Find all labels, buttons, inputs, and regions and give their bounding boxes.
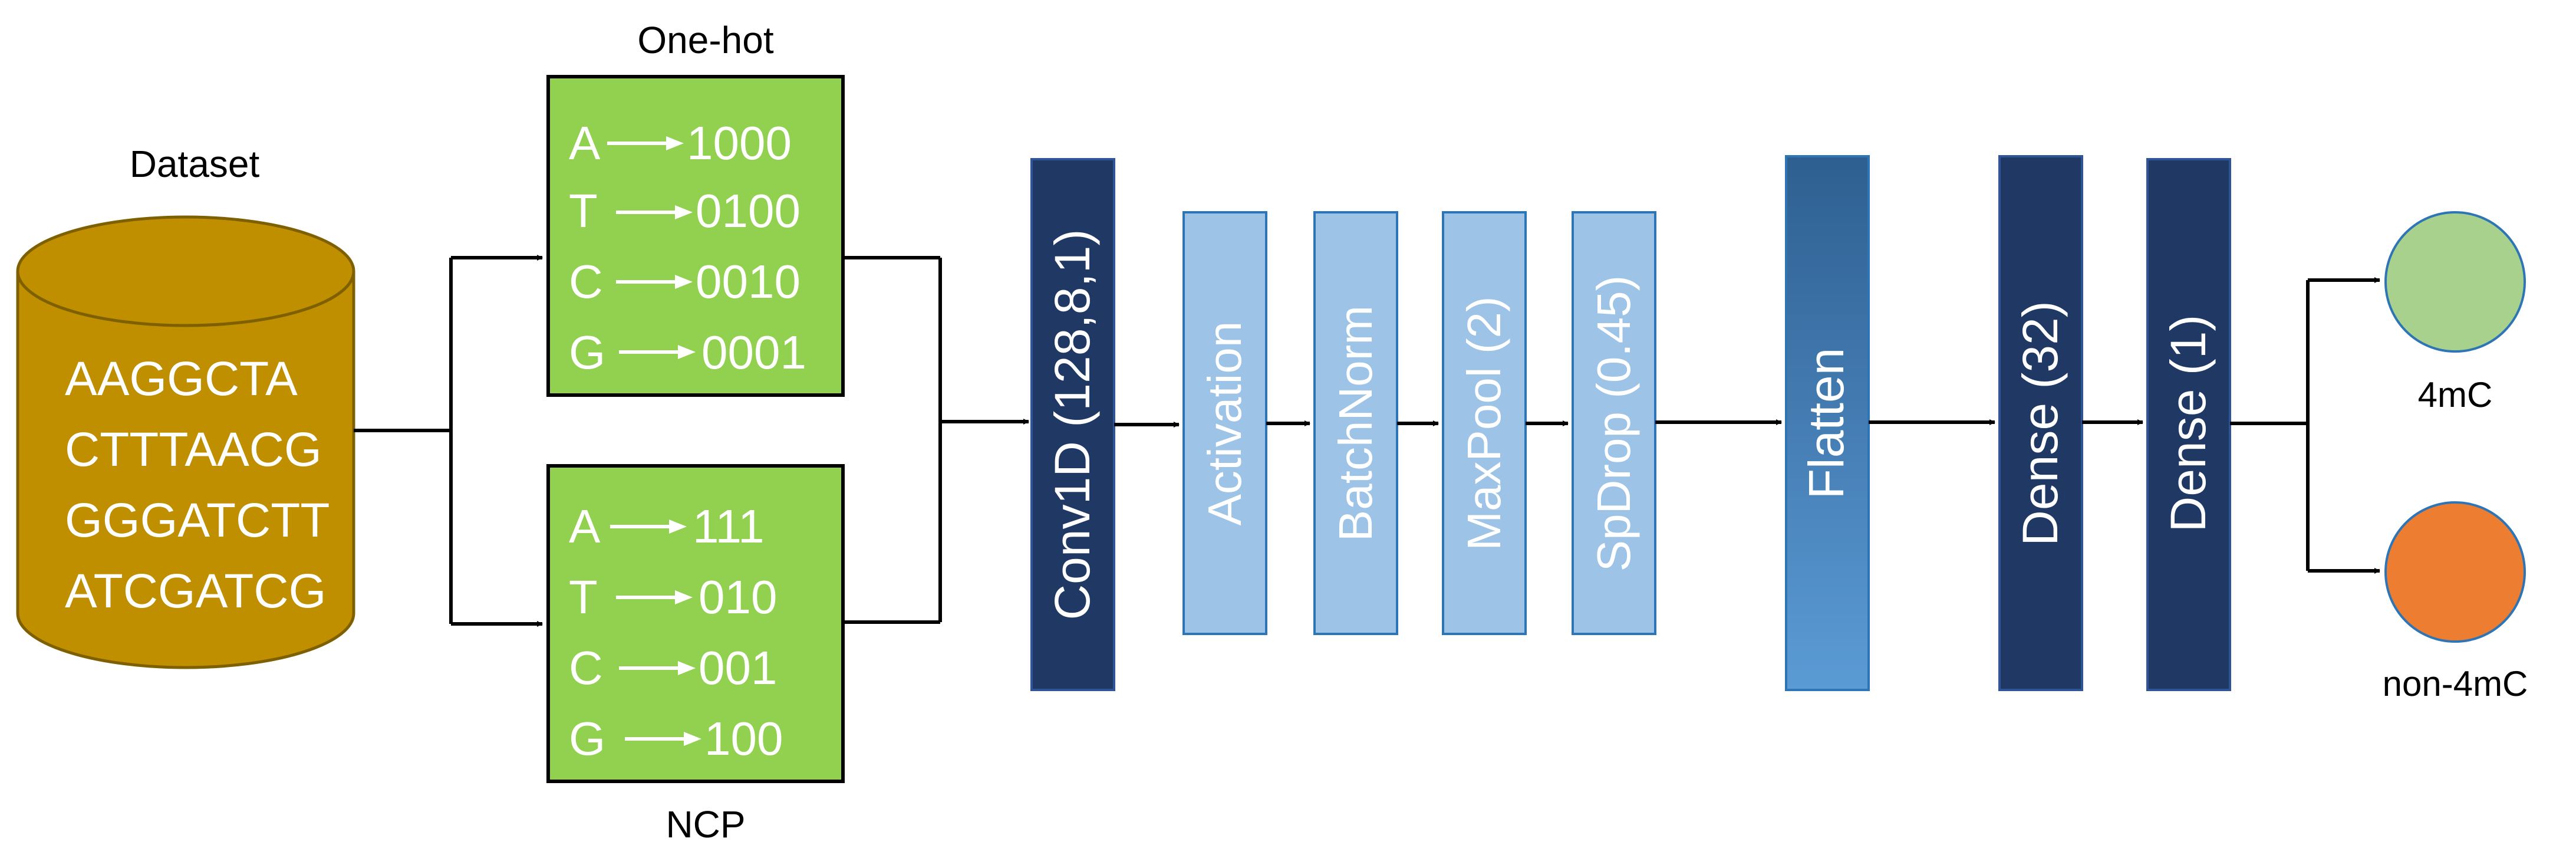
ncp-code: 010 (699, 571, 777, 623)
layer-activation: Activation (1182, 211, 1267, 635)
layer-maxpool-label: MaxPool (2) (1458, 296, 1510, 550)
ncp-base: G (569, 712, 605, 765)
one-hot-box (546, 75, 845, 397)
output-4mc-label: 4mC (2418, 375, 2493, 415)
one-hot-code: 0100 (696, 185, 801, 237)
merge-connector (843, 256, 1029, 624)
ncp-arrows (610, 520, 701, 746)
ncp-title: NCP (666, 803, 745, 846)
one-hot-title: One-hot (637, 19, 773, 61)
layer-conv1d-label: Conv1D (128,8,1) (1045, 229, 1100, 620)
layer-maxpool: MaxPool (2) (1442, 211, 1527, 635)
dataset-split-connector (354, 255, 543, 627)
layer-activation-label: Activation (1198, 321, 1251, 526)
layer-dense1-label: Dense (1) (2160, 315, 2216, 532)
layer-flatten-label: Flatten (1798, 348, 1854, 499)
one-hot-code: 0001 (701, 326, 806, 379)
one-hot-base: A (569, 117, 601, 169)
layer-batchnorm-label: BatchNorm (1329, 305, 1382, 541)
layer-dense1: Dense (1) (2146, 158, 2231, 691)
ncp-code: 001 (699, 642, 777, 694)
layer-conv1d: Conv1D (128,8,1) (1030, 158, 1115, 691)
layer-batchnorm: BatchNorm (1313, 211, 1398, 635)
one-hot-base: C (569, 255, 603, 308)
ncp-base: T (569, 571, 598, 623)
one-hot-base: G (569, 326, 605, 379)
dataset-sequence: ATCGATCG (65, 564, 326, 618)
one-hot-code: 1000 (687, 117, 792, 169)
one-hot-arrows (607, 136, 696, 359)
one-hot-code: 0010 (696, 255, 801, 308)
ncp-base: C (569, 642, 603, 694)
ncp-code: 100 (704, 712, 783, 765)
layer-spdrop-label: SpDrop (0.45) (1587, 275, 1640, 571)
dataset-sequence: GGGATCTT (65, 494, 330, 547)
dataset-sequence: CTTTAACG (65, 423, 322, 476)
layer-dense32: Dense (32) (1998, 155, 2083, 691)
layer-flatten: Flatten (1785, 155, 1870, 691)
output-non-4mc-label: non-4mC (2383, 664, 2528, 704)
dataset-cylinder (16, 215, 355, 669)
dataset-title: Dataset (130, 143, 260, 185)
output-4mc-node (2384, 211, 2526, 353)
output-non-4mc-node (2384, 501, 2526, 643)
ncp-code: 111 (693, 500, 765, 553)
layer-spdrop: SpDrop (0.45) (1572, 211, 1656, 635)
ncp-base: A (569, 500, 601, 553)
one-hot-base: T (569, 185, 598, 237)
dataset-sequence: AAGGCTA (65, 352, 298, 406)
ncp-box (546, 464, 845, 783)
layer-dense32-label: Dense (32) (2012, 301, 2068, 546)
output-split-connector (2230, 277, 2380, 574)
